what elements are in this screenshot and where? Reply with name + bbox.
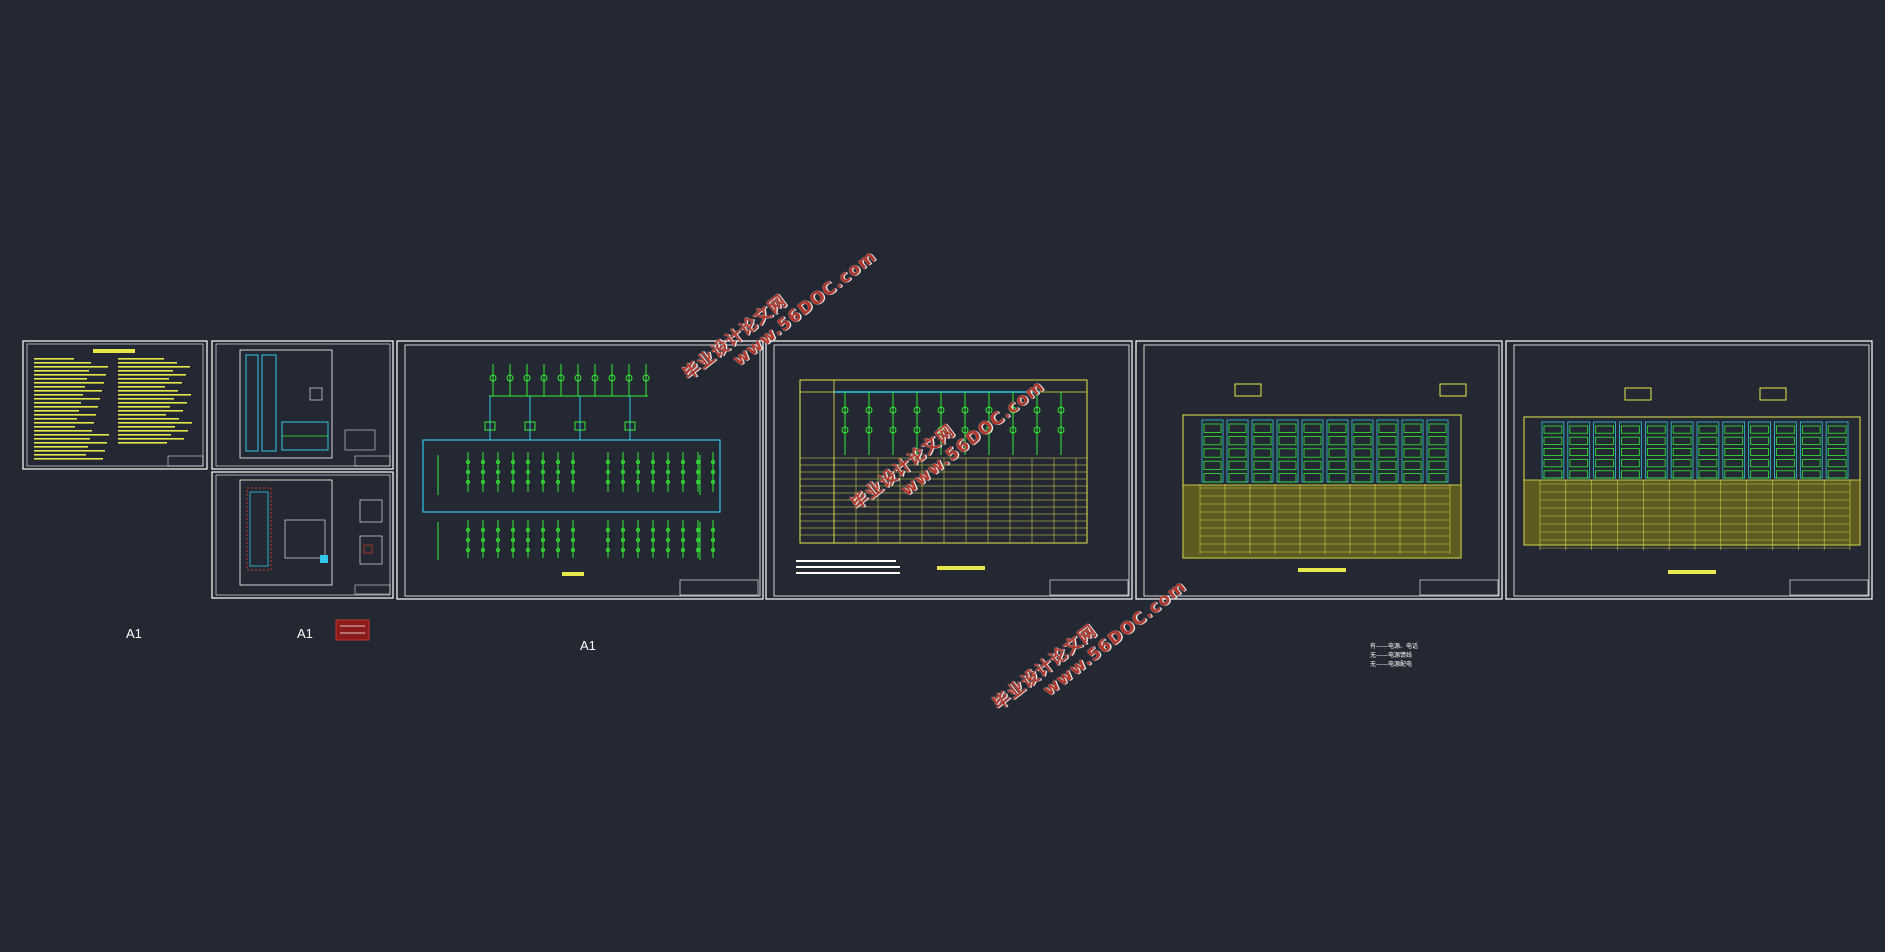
legend-notes: 有——电源、电话 无——电源馈线 无——电源配电	[1370, 642, 1418, 669]
scale-label-b: A1	[297, 626, 313, 641]
sheet-distribution-table[interactable]	[765, 340, 1133, 600]
sheet-design-notes[interactable]	[22, 340, 208, 470]
scale-label-c: A1	[580, 638, 596, 653]
legend-line: 有——电源、电话	[1370, 643, 1419, 650]
sheet-floor-plan-upper[interactable]	[211, 340, 394, 470]
red-symbol-block[interactable]	[335, 619, 370, 641]
sheet-system-diagram[interactable]	[396, 340, 764, 600]
scale-label-a: A1	[126, 626, 142, 641]
sheet-floor-plan-lower[interactable]	[211, 471, 394, 599]
sheet-switchgear-one[interactable]	[1135, 340, 1503, 600]
legend-line: 无——电源馈线	[1370, 652, 1413, 659]
legend-line: 无——电源配电	[1370, 661, 1413, 668]
sheet-switchgear-two[interactable]	[1505, 340, 1873, 600]
